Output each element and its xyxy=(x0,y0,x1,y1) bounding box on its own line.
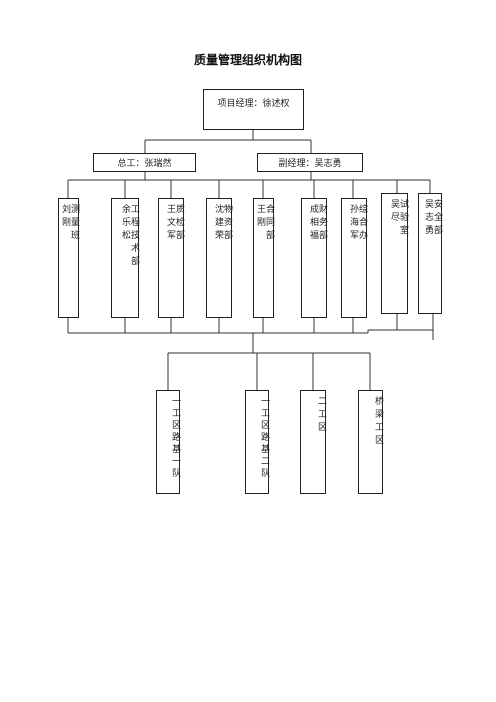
department-name: 物资部 xyxy=(222,204,232,243)
department-person: 余乐松 xyxy=(120,204,130,243)
department-box-general-office: 综合办孙海军 xyxy=(341,198,367,318)
department-name: 财务部 xyxy=(317,204,327,243)
work-area-box-4: 桥梁工区 xyxy=(358,390,383,494)
department-person: 刘刚 xyxy=(60,204,70,230)
department-name: 工程技术部 xyxy=(129,204,139,269)
department-name: 质检部 xyxy=(174,204,184,243)
department-person: 孙海军 xyxy=(348,204,358,243)
work-area-label: 二工区 xyxy=(316,396,326,435)
work-area-box-1: 一工区路基一队 xyxy=(156,390,180,494)
work-area-box-3: 二工区 xyxy=(300,390,326,494)
department-box-safety: 安全部吴志勇 xyxy=(418,193,442,314)
department-person: 沈建荣 xyxy=(213,204,223,243)
department-name: 试验室 xyxy=(398,199,408,238)
work-area-label: 一工区路基二队 xyxy=(259,396,269,480)
work-area-box-2: 一工区路基二队 xyxy=(245,390,269,494)
deputy-manager-box: 副经理：吴志勇 xyxy=(257,153,363,172)
department-name: 合同部 xyxy=(264,204,274,243)
department-box-finance: 财务部成相福 xyxy=(301,198,327,318)
project-manager-label: 项目经理：徐述权 xyxy=(217,99,290,109)
work-area-label: 一工区路基一队 xyxy=(170,396,180,480)
chief-engineer-label: 总工：张瑞然 xyxy=(117,159,172,169)
department-box-laboratory: 试验室吴尽 xyxy=(381,193,408,314)
department-box-contract: 合同部王刚 xyxy=(253,198,274,318)
department-person: 吴尽 xyxy=(389,199,399,225)
chief-engineer-box: 总工：张瑞然 xyxy=(93,153,196,172)
department-name: 安全部 xyxy=(432,199,442,238)
department-name: 综合办 xyxy=(357,204,367,243)
department-box-survey: 测量班刘刚 xyxy=(58,198,79,318)
work-area-label: 桥梁工区 xyxy=(373,396,383,448)
department-box-materials: 物资部沈建荣 xyxy=(206,198,232,318)
department-person: 王刚 xyxy=(255,204,265,230)
project-manager-box: 项目经理：徐述权 xyxy=(203,89,304,130)
department-box-engineering: 工程技术部余乐松 xyxy=(111,198,139,318)
department-person: 成相福 xyxy=(308,204,318,243)
deputy-manager-label: 副经理：吴志勇 xyxy=(278,159,342,169)
department-name: 测量班 xyxy=(69,204,79,243)
chart-title: 质量管理组织机构图 xyxy=(193,53,302,67)
department-person: 吴志勇 xyxy=(423,199,433,238)
department-person: 王文军 xyxy=(165,204,175,243)
department-box-quality: 质检部王文军 xyxy=(158,198,184,318)
